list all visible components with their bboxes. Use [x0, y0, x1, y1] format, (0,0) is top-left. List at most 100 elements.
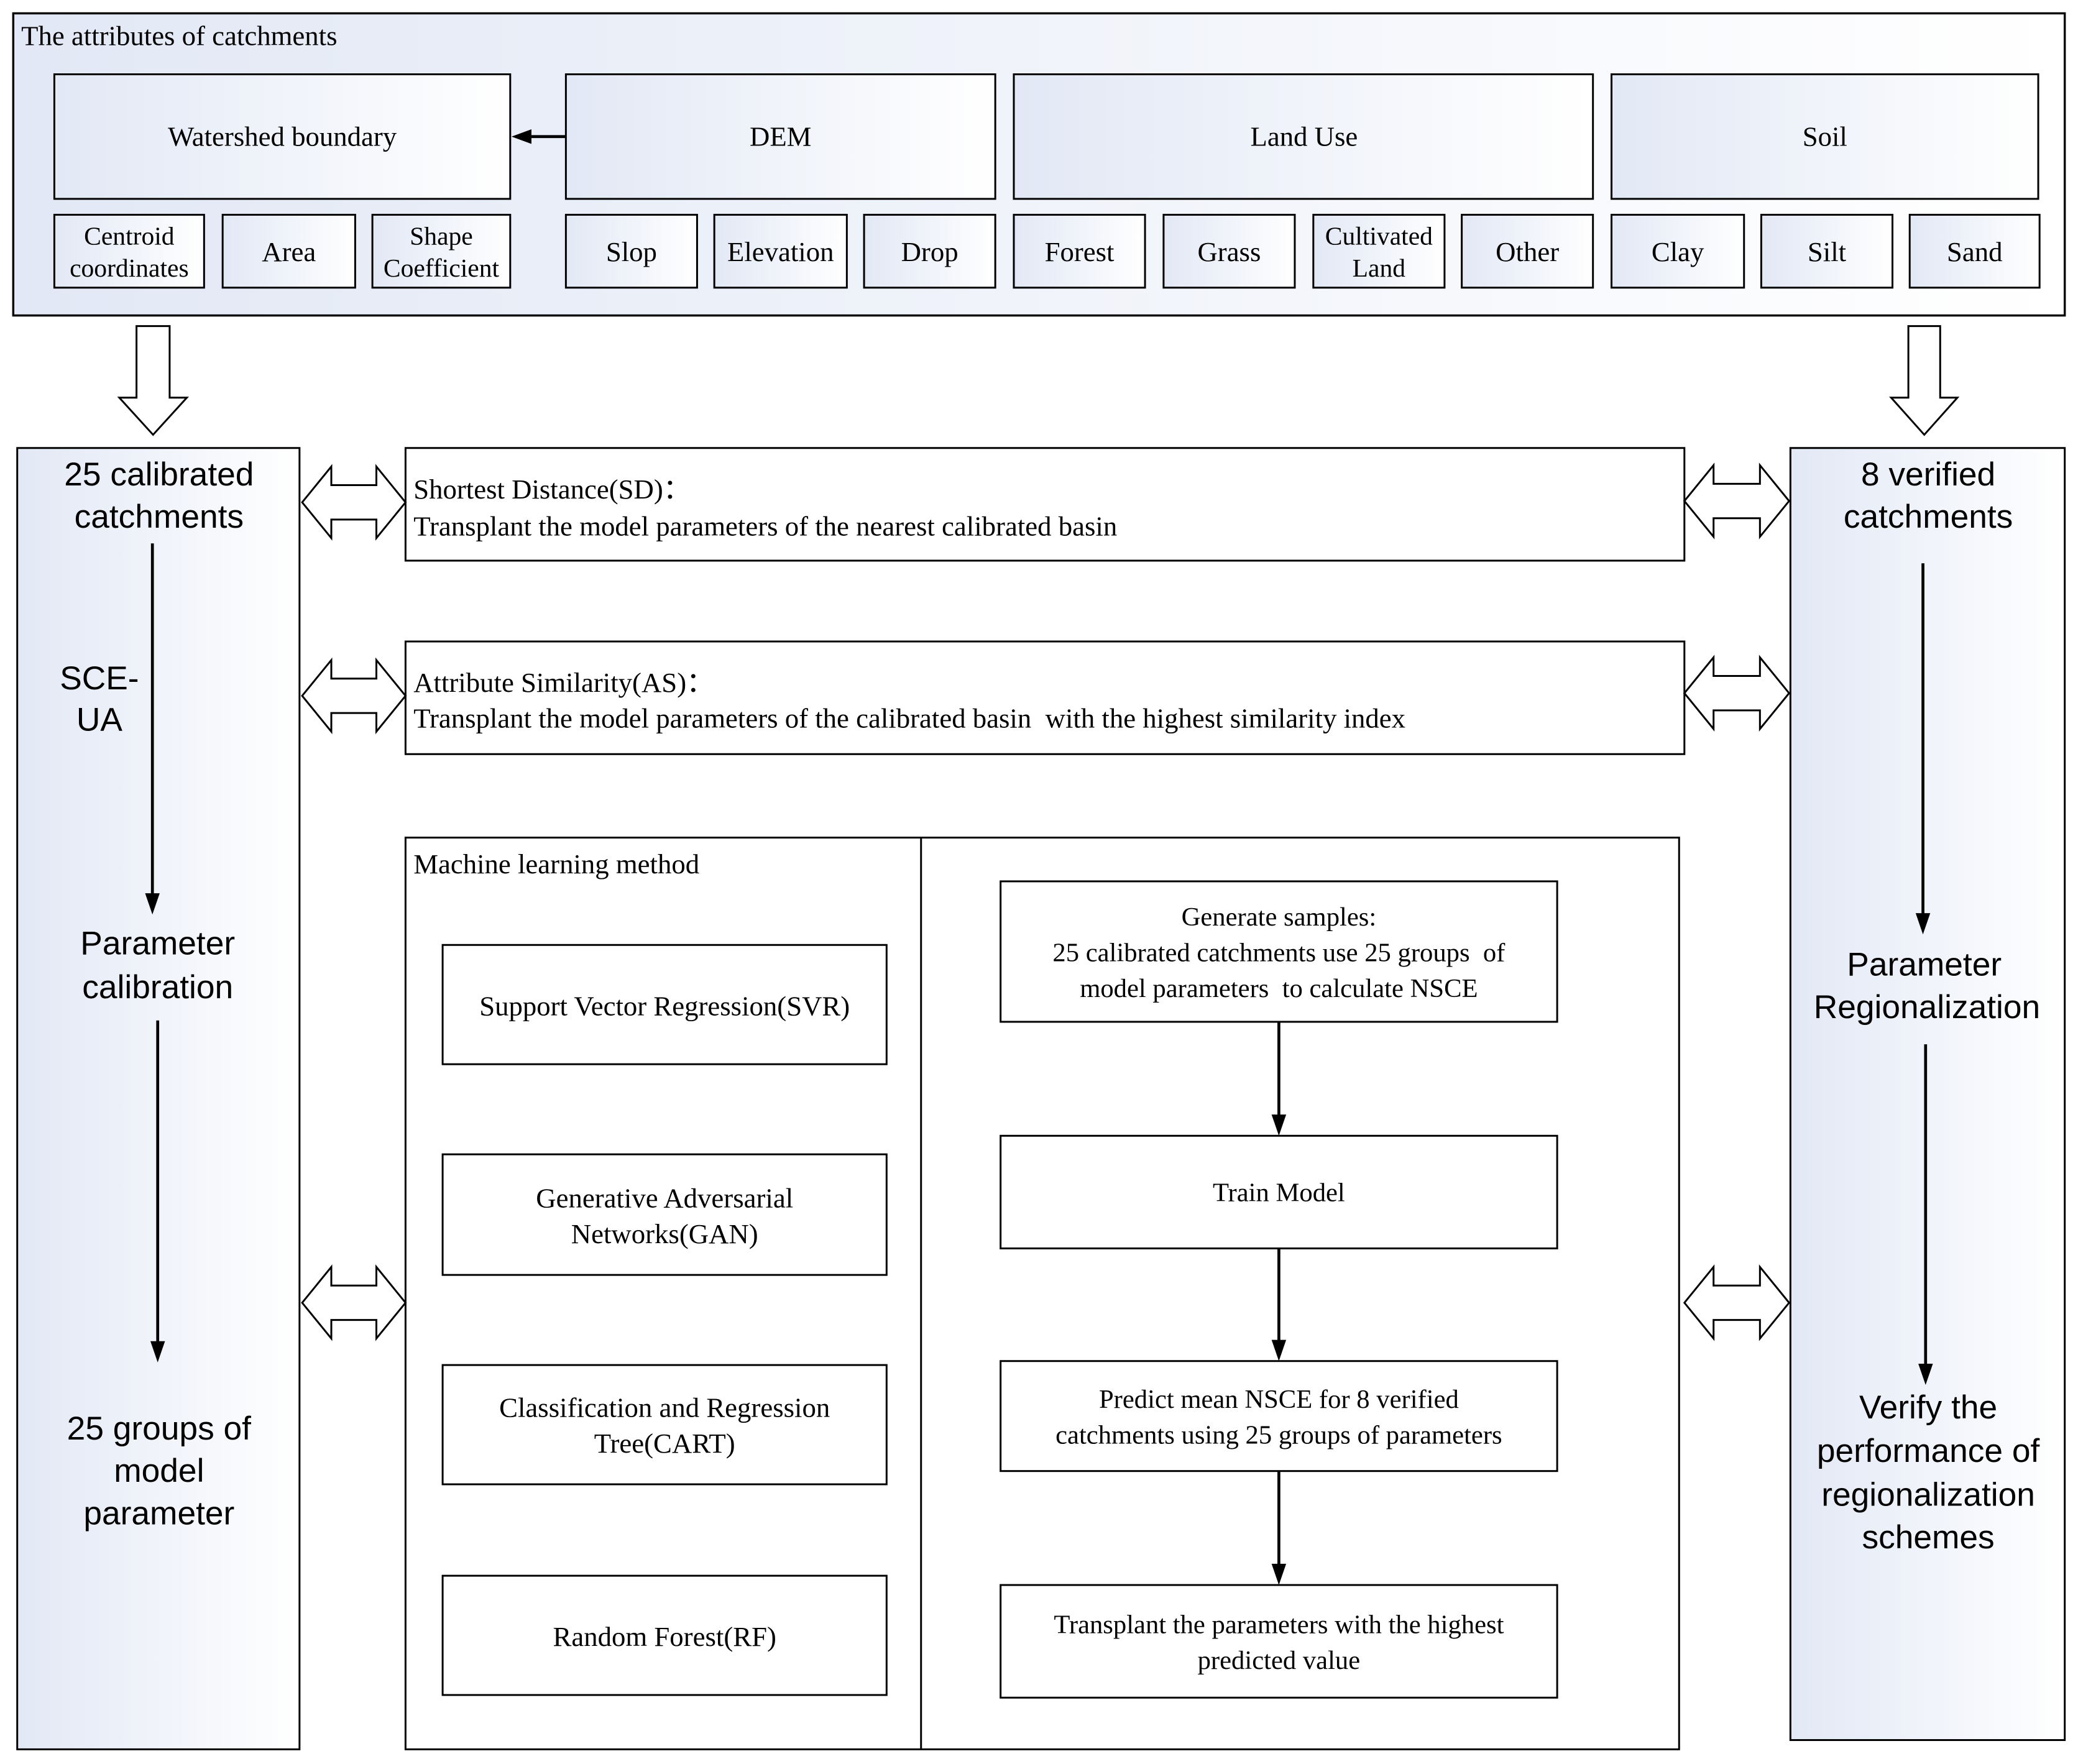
item-area: Area: [221, 214, 356, 289]
group-soil-box: [1611, 73, 2039, 200]
attribute-similarity-description: Transplant the model parameters of the c…: [413, 703, 1405, 734]
verified-title-line2: catchments: [1844, 498, 2013, 535]
item-other: Other: [1461, 214, 1594, 289]
method-gan-line2: Networks(GAN): [571, 1218, 758, 1249]
verify-performance-line4: schemes: [1862, 1519, 1994, 1556]
calibrated-title-line2: catchments: [75, 498, 244, 535]
group-watershed-boundary-label: Watershed boundary: [168, 121, 397, 152]
item-other-label: Other: [1496, 236, 1559, 267]
item-grass-box: [1162, 214, 1296, 289]
verified-column-box: [1789, 447, 2066, 1741]
item-shape-coefficient-line2: Coefficient: [384, 254, 500, 282]
item-other-box: [1461, 214, 1594, 289]
item-shape-coefficient-line1: Shape: [410, 222, 473, 250]
arrow-calibration-to-groups: [150, 1020, 165, 1362]
item-elevation-box: [713, 214, 848, 289]
calibrated-title-line1: 25 calibrated: [64, 456, 254, 493]
item-shape-coefficient: Shape Coefficient: [371, 214, 512, 289]
workflow-train-model-box: [1000, 1134, 1558, 1249]
method-sce-ua-line2: UA: [76, 701, 122, 738]
method-svr-box: [441, 944, 888, 1065]
attribute-similarity-frame: [404, 640, 1686, 755]
verify-performance-line1: Verify the: [1859, 1389, 1997, 1426]
item-cultivated-land-line2: Land: [1353, 254, 1406, 282]
item-forest: Forest: [1013, 214, 1146, 289]
group-dem-box: [564, 73, 996, 200]
item-area-box: [221, 214, 356, 289]
parameter-calibration-line1: Parameter: [80, 926, 235, 962]
attributes-panel: The attributes of catchments Watershed b…: [12, 12, 2066, 317]
method-sce-ua-line1: SCE-: [60, 660, 139, 697]
method-cart-line1: Classification and Regression: [499, 1392, 830, 1423]
workflow-transplant-box: [1000, 1584, 1558, 1699]
item-centroid-coordinates: Centroid coordinates: [53, 214, 205, 289]
verify-performance-line3: regionalization: [1821, 1477, 2035, 1514]
method-gan-box: [441, 1153, 888, 1276]
item-drop-box: [863, 214, 996, 289]
method-cart: Classification and Regression Tree(CART): [441, 1364, 888, 1486]
arrow-samples-to-train: [1271, 1021, 1287, 1136]
arrow-regionalization-to-verify: [1918, 1044, 1933, 1385]
item-elevation: Elevation: [713, 214, 848, 289]
item-slop-label: Slop: [606, 236, 657, 267]
machine-learning-box: Machine learning method Support Vector R…: [404, 837, 1680, 1750]
down-arrow-to-calibrated: [117, 325, 189, 436]
workflow-transplant: Transplant the parameters with the highe…: [1000, 1584, 1558, 1699]
workflow-transplant-line1: Transplant the parameters with the highe…: [1054, 1610, 1504, 1639]
method-cart-box: [441, 1364, 888, 1486]
item-cultivated-land-line1: Cultivated: [1325, 222, 1433, 250]
item-cultivated-land-box: [1312, 214, 1446, 289]
workflow-predict: Predict mean NSCE for 8 verified catchme…: [1000, 1360, 1558, 1472]
calibrated-column: 25 calibrated catchments SCE- UA Paramet…: [16, 447, 301, 1750]
item-grass: Grass: [1162, 214, 1296, 289]
item-clay: Clay: [1611, 214, 1745, 289]
arrow-calibrated-to-calibration: [145, 543, 160, 915]
arrow-verified-to-regionalization: [1915, 563, 1931, 935]
double-arrow-verified-ml: [1683, 1264, 1791, 1341]
double-arrow-calibrated-as: [301, 657, 407, 735]
item-elevation-label: Elevation: [727, 236, 834, 267]
arrow-dem-to-watershed: [511, 129, 566, 144]
attribute-similarity-heading: Attribute Similarity(AS)：: [413, 667, 714, 698]
shortest-distance-box: Shortest Distance(SD)： Transplant the mo…: [404, 447, 1686, 562]
verified-title-line1: 8 verified: [1861, 456, 1995, 493]
shortest-distance-description: Transplant the model parameters of the n…: [413, 511, 1117, 542]
shortest-distance-frame: [404, 447, 1686, 562]
group-watershed-boundary-box: [53, 73, 512, 200]
group-land-use-box: [1013, 73, 1594, 200]
method-rf-box: [441, 1574, 888, 1696]
parameter-regionalization-line1: Parameter: [1847, 947, 2002, 983]
item-silt: Silt: [1760, 214, 1894, 289]
verified-column: 8 verified catchments Parameter Regional…: [1789, 447, 2066, 1741]
machine-learning-title: Machine learning method: [413, 848, 699, 880]
double-arrow-verified-sd: [1683, 462, 1791, 540]
item-forest-box: [1013, 214, 1146, 289]
parameter-regionalization-line2: Regionalization: [1814, 989, 2040, 1026]
method-gan: Generative Adversarial Networks(GAN): [441, 1153, 888, 1276]
item-centroid-coordinates-box: [53, 214, 205, 289]
item-centroid-coordinates-line1: Centroid: [84, 222, 175, 250]
item-drop-label: Drop: [901, 236, 959, 267]
item-drop: Drop: [863, 214, 996, 289]
group-dem: DEM: [564, 73, 996, 200]
item-clay-box: [1611, 214, 1745, 289]
workflow-train-model-label: Train Model: [1213, 1178, 1345, 1207]
attribute-similarity-box: Attribute Similarity(AS)： Transplant the…: [404, 640, 1686, 755]
workflow-generate-samples: Generate samples: 25 calibrated catchmen…: [1000, 880, 1558, 1023]
double-arrow-calibrated-sd: [301, 464, 407, 541]
method-gan-line1: Generative Adversarial: [536, 1182, 793, 1213]
item-centroid-coordinates-line2: coordinates: [70, 254, 189, 282]
arrow-predict-to-transplant: [1271, 1471, 1287, 1586]
item-cultivated-land: Cultivated Land: [1312, 214, 1446, 289]
workflow-predict-line2: catchments using 25 groups of parameters: [1055, 1421, 1502, 1450]
double-arrow-calibrated-ml: [301, 1264, 407, 1341]
verify-performance-line2: performance of: [1817, 1433, 2040, 1469]
group-dem-label: DEM: [750, 121, 811, 152]
workflow-predict-box: [1000, 1360, 1558, 1472]
workflow-generate-samples-line1: Generate samples:: [1182, 903, 1377, 932]
group-soil-label: Soil: [1803, 121, 1847, 152]
method-cart-line2: Tree(CART): [594, 1428, 735, 1459]
group-land-use: Land Use: [1013, 73, 1594, 200]
workflow-transplant-line2: predicted value: [1198, 1646, 1361, 1675]
